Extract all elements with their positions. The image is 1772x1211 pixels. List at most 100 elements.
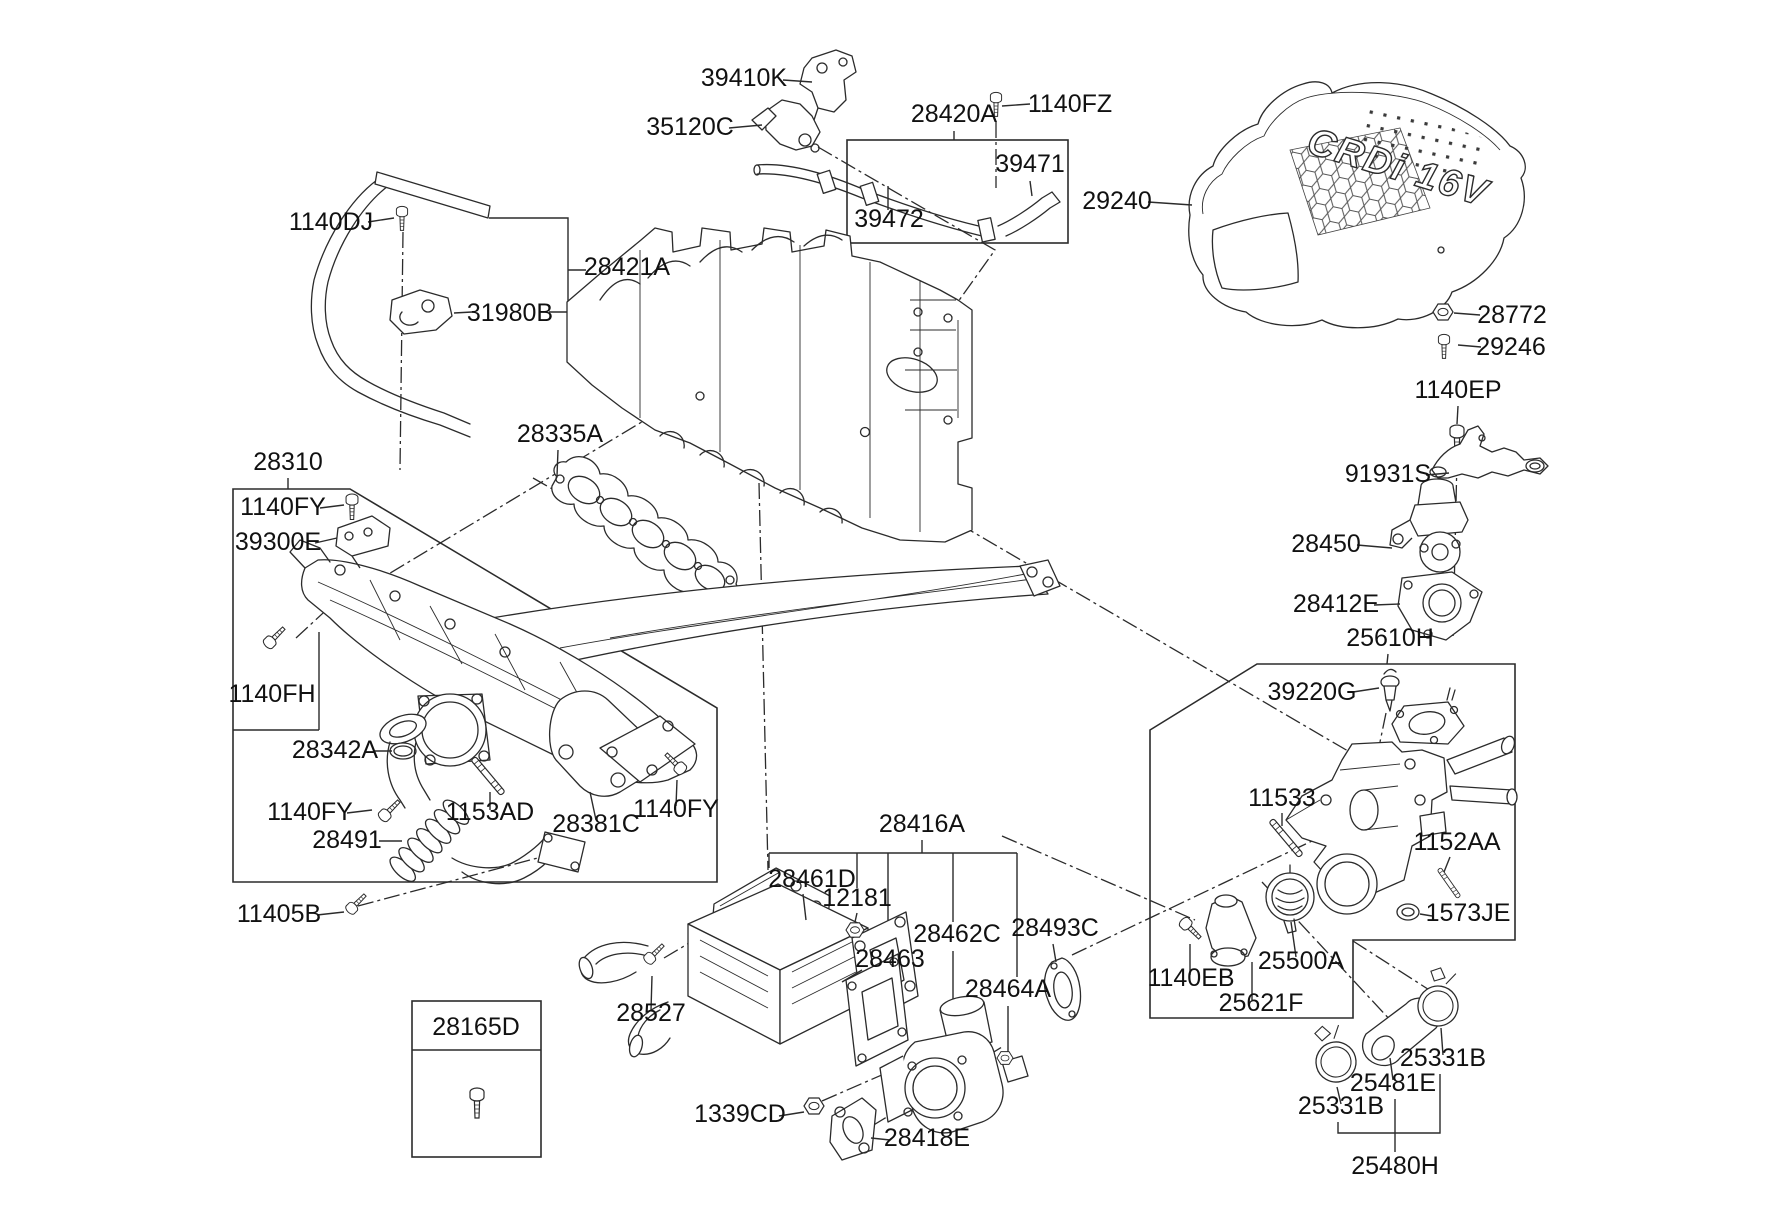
part-label-12181[interactable]: 12181 (822, 884, 892, 912)
nut-28464A-drawing (996, 1051, 1014, 1065)
part-label-25621F[interactable]: 25621F (1219, 989, 1304, 1017)
part-label-1140EB[interactable]: 1140EB (1147, 964, 1234, 992)
part-label-25610H[interactable]: 25610H (1346, 624, 1434, 652)
nut-28772-drawing (1432, 303, 1454, 321)
part-label-28464A[interactable]: 28464A (965, 975, 1052, 1003)
part-label-28772[interactable]: 28772 (1477, 301, 1547, 329)
part-label-31980B[interactable]: 31980B (467, 299, 553, 327)
gasket-28412E-drawing (1397, 571, 1483, 641)
part-label-28381C[interactable]: 28381C (552, 810, 640, 838)
part-label-11533[interactable]: 11533 (1248, 784, 1316, 812)
bolt-1140FH-drawing (261, 623, 289, 651)
nut-12181-drawing (845, 922, 865, 938)
valve-28462C-drawing (879, 995, 1029, 1134)
part-label-28418E[interactable]: 28418E (884, 1124, 970, 1152)
part-label-25481E[interactable]: 25481E (1350, 1069, 1436, 1097)
part-label-28491[interactable]: 28491 (312, 826, 382, 854)
engine-head-drawing (566, 227, 973, 543)
part-label-1140FZ[interactable]: 1140FZ (1028, 90, 1112, 118)
zone-box-28310 (232, 488, 718, 883)
bolt-28165D-drawing (469, 1087, 485, 1119)
part-label-1153AD[interactable]: 1153AD (446, 798, 535, 826)
part-label-39471[interactable]: 39471 (995, 150, 1065, 178)
part-label-29246[interactable]: 29246 (1476, 333, 1546, 361)
part-label-1573JE[interactable]: 1573JE (1426, 899, 1511, 927)
part-label-28462C[interactable]: 28462C (913, 920, 1001, 948)
gasket-28418E-drawing (829, 1097, 877, 1161)
gasket-28335A-drawing (551, 456, 739, 606)
nut-1339CD-drawing (803, 1097, 825, 1115)
part-label-91931S[interactable]: 91931S (1345, 460, 1431, 488)
part-label-25500A[interactable]: 25500A (1258, 947, 1345, 975)
fitting-25621F-drawing (1205, 894, 1257, 967)
bracket-31980B-drawing (389, 289, 453, 335)
stud-1152AA-drawing (1436, 867, 1462, 899)
part-label-28335A[interactable]: 28335A (517, 420, 604, 448)
part-label-1140DJ[interactable]: 1140DJ (289, 208, 373, 236)
part-label-28493C[interactable]: 28493C (1011, 914, 1099, 942)
stud-1153AD-drawing (470, 755, 506, 797)
part-label-39472[interactable]: 39472 (854, 205, 924, 233)
bolt-1140FY-upper-drawing (345, 493, 359, 521)
part-label-28527[interactable]: 28527 (616, 999, 686, 1027)
pipe-28421A-drawing (310, 171, 491, 438)
bolt-29246-drawing (1437, 333, 1451, 359)
part-label-25331B[interactable]: 25331B (1298, 1092, 1384, 1120)
screw-1140DJ-drawing (395, 205, 409, 231)
part-label-11405B[interactable]: 11405B (237, 900, 321, 928)
zone-box-25610H (1149, 663, 1516, 1019)
part-label-39220G[interactable]: 39220G (1268, 678, 1357, 706)
valve-28381C-drawing (548, 690, 696, 797)
gasket-28493C-drawing (1043, 957, 1082, 1021)
part-label-1140FY[interactable]: 1140FY (267, 798, 353, 826)
part-label-29240[interactable]: 29240 (1082, 187, 1152, 215)
part-label-39300E[interactable]: 39300E (235, 528, 321, 556)
zone-boxes (232, 139, 1516, 1158)
oring-28342A-drawing (389, 742, 417, 760)
bolt-1140EB-drawing (1177, 915, 1205, 943)
part-label-25480H[interactable]: 25480H (1351, 1152, 1439, 1180)
part-label-1339CD[interactable]: 1339CD (694, 1100, 786, 1128)
bracket-25480H (1337, 1074, 1441, 1152)
sensor-39220G-drawing (1380, 668, 1400, 712)
part-label-28342A[interactable]: 28342A (292, 736, 379, 764)
engine-cover-drawing: CRDi 16V (1188, 81, 1526, 329)
leader-lines (287, 79, 1482, 1141)
part-label-28310[interactable]: 28310 (253, 448, 323, 476)
cover-dot-pattern (1352, 100, 1490, 188)
part-label-1140EP[interactable]: 1140EP (1414, 376, 1501, 404)
thermostat-housing-drawing (1285, 687, 1518, 915)
sensor-39300E-drawing (335, 515, 391, 569)
part-label-28412E[interactable]: 28412E (1293, 590, 1379, 618)
bracket-91931S-drawing (1429, 425, 1549, 479)
part-label-25331B[interactable]: 25331B (1400, 1044, 1486, 1072)
hose-assy-28420A-drawing (753, 163, 1061, 243)
zone-box-28165D (411, 1000, 542, 1158)
plug-1573JE-drawing (1396, 903, 1420, 921)
sensor-35120C-drawing (751, 99, 821, 153)
valve-28450-drawing (1389, 478, 1469, 573)
bracket-28421A (453, 217, 586, 314)
zone-box-28310-notch (233, 632, 320, 731)
pipe-28491-drawing (386, 741, 586, 885)
gasket-28463-drawing (845, 953, 909, 1067)
part-label-28416A[interactable]: 28416A (879, 810, 966, 838)
thermostat-25500A-drawing (1265, 864, 1315, 934)
part-label-1152AA[interactable]: 1152AA (1413, 828, 1500, 856)
part-label-28421A[interactable]: 28421A (584, 253, 671, 281)
part-label-28450[interactable]: 28450 (1291, 530, 1361, 558)
part-label-28165D[interactable]: 28165D (432, 1013, 520, 1041)
part-label-28420A[interactable]: 28420A (911, 100, 998, 128)
labels-layer: 39410K 35120C 28420A 1140FZ 39471 39472 29240 2… (228, 64, 1546, 1180)
part-label-1140FY[interactable]: 1140FY (240, 493, 326, 521)
part-drawings: CRDi 16V (261, 49, 1549, 1161)
part-label-39410K[interactable]: 39410K (701, 64, 788, 92)
part-label-1140FY[interactable]: 1140FY (633, 795, 719, 823)
part-label-1140FH[interactable]: 1140FH (228, 680, 315, 708)
bracket-28416A (768, 840, 1018, 1052)
part-label-35120C[interactable]: 35120C (646, 113, 734, 141)
part-label-28461D[interactable]: 28461D (768, 865, 856, 893)
part-label-28463[interactable]: 28463 (855, 945, 925, 973)
